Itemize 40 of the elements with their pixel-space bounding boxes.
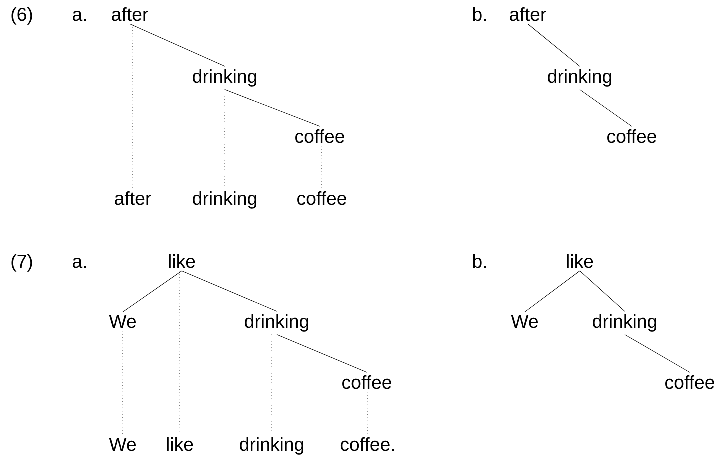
tree-word: like: [167, 437, 194, 452]
tree-word: drinking: [548, 69, 612, 87]
tree-line: [580, 90, 632, 127]
tree-line: [524, 270, 580, 312]
tree-word: after: [115, 192, 152, 206]
tree-line: [580, 270, 626, 312]
example-label: (6): [12, 7, 32, 25]
tree-word: coffee: [296, 130, 344, 144]
example-label: b.: [473, 7, 486, 22]
tree-line: [130, 24, 226, 67]
tree-line: [132, 24, 134, 189]
example-label: a.: [73, 258, 86, 268]
example-label: (7): [12, 254, 32, 272]
tree-word: like: [169, 254, 196, 268]
tree-word: drinking: [240, 437, 304, 455]
tree-line: [276, 334, 368, 373]
tree-line: [122, 330, 124, 436]
tree-word: after: [510, 8, 546, 22]
tree-word: drinking: [193, 191, 256, 209]
example-label: a.: [73, 10, 86, 22]
tree-line: [224, 90, 226, 189]
tree-word: coffee.: [340, 437, 394, 452]
tree-word: coffee: [342, 375, 392, 390]
tree-word: drinking: [245, 314, 308, 332]
tree-word: drinking: [193, 69, 256, 87]
tree-word: after: [112, 8, 148, 22]
tree-line: [182, 270, 278, 312]
tree-word: coffee: [608, 130, 656, 144]
tree-word: like: [567, 254, 594, 268]
tree-word: coffee: [298, 192, 346, 206]
tree-word: We: [511, 315, 538, 328]
tree-word: drinking: [593, 314, 656, 332]
tree-line: [122, 270, 182, 312]
tree-word: We: [109, 438, 136, 452]
example-label: b.: [473, 254, 486, 268]
tree-word: coffee: [666, 375, 714, 390]
tree-line: [624, 334, 690, 373]
tree-line: [528, 24, 580, 67]
tree-line: [224, 90, 320, 127]
tree-word: We: [109, 315, 136, 328]
